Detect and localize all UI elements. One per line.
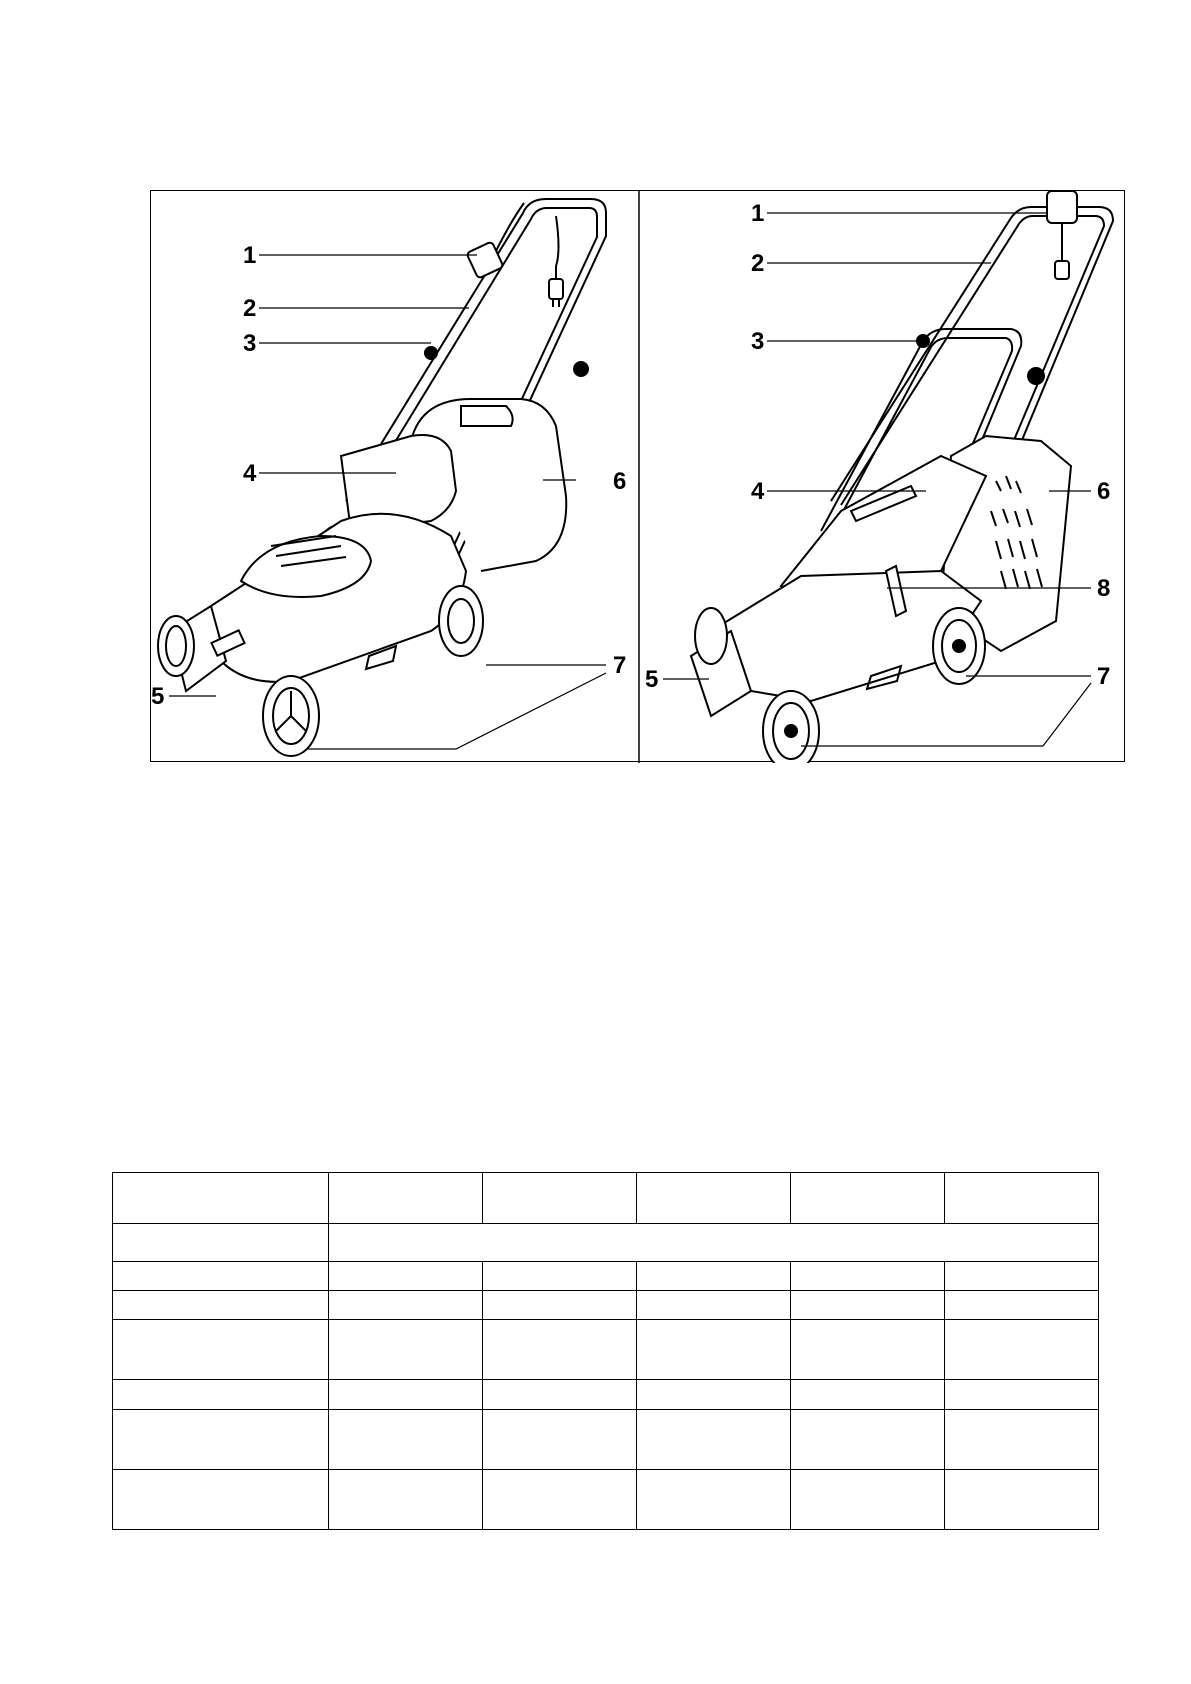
left-callout-6: 6 xyxy=(613,468,626,495)
table-row xyxy=(112,1469,1099,1530)
table-cell xyxy=(328,1172,483,1224)
table-cell xyxy=(944,1469,1099,1530)
right-leader-lines xyxy=(663,212,1092,747)
table-cell xyxy=(944,1379,1099,1410)
table-cell xyxy=(944,1290,1099,1320)
table-cell xyxy=(482,1409,637,1470)
left-callout-1: 1 xyxy=(243,242,256,269)
table-row xyxy=(112,1223,1099,1262)
table-cell-merged xyxy=(328,1223,1099,1262)
table-cell xyxy=(790,1290,945,1320)
table-cell xyxy=(482,1379,637,1410)
right-callout-3: 3 xyxy=(751,328,764,355)
table-cell xyxy=(790,1261,945,1291)
table-cell xyxy=(636,1469,791,1530)
table-cell xyxy=(482,1469,637,1530)
right-callout-8: 8 xyxy=(1097,575,1110,602)
table-cell xyxy=(790,1469,945,1530)
left-callout-4: 4 xyxy=(243,460,257,487)
table-row xyxy=(112,1290,1099,1320)
table-cell xyxy=(112,1469,329,1530)
table-cell xyxy=(328,1261,483,1291)
table-row xyxy=(112,1261,1099,1291)
table-cell xyxy=(944,1261,1099,1291)
left-callout-3: 3 xyxy=(243,330,256,357)
right-callout-5: 5 xyxy=(645,666,658,693)
left-leader-lines xyxy=(169,254,607,750)
table-cell xyxy=(112,1290,329,1320)
right-callout-6: 6 xyxy=(1097,478,1110,505)
table-cell xyxy=(636,1379,791,1410)
table-cell xyxy=(112,1261,329,1291)
mower-left-illustration xyxy=(157,198,607,757)
left-callout-7: 7 xyxy=(613,652,626,679)
mower-figure: 1 2 3 4 5 6 7 xyxy=(150,190,1125,763)
table-cell xyxy=(790,1409,945,1470)
table-cell xyxy=(482,1172,637,1224)
table-cell xyxy=(636,1319,791,1380)
table-cell xyxy=(482,1290,637,1320)
table-row xyxy=(112,1319,1099,1380)
table-cell xyxy=(636,1409,791,1470)
table-row xyxy=(112,1379,1099,1410)
right-callout-2: 2 xyxy=(751,250,764,277)
table-cell xyxy=(944,1172,1099,1224)
table-cell xyxy=(112,1319,329,1380)
table-cell xyxy=(636,1261,791,1291)
mower-right-illustration xyxy=(689,191,1115,763)
table-cell xyxy=(790,1172,945,1224)
table-cell xyxy=(328,1409,483,1470)
right-callout-7: 7 xyxy=(1097,663,1110,690)
table-cell xyxy=(636,1172,791,1224)
spec-table xyxy=(112,1172,1099,1530)
right-callout-4: 4 xyxy=(751,478,765,505)
table-cell xyxy=(328,1469,483,1530)
left-callout-2: 2 xyxy=(243,295,256,322)
table-cell xyxy=(790,1379,945,1410)
table-cell xyxy=(112,1379,329,1410)
right-callout-1: 1 xyxy=(751,200,764,227)
table-cell xyxy=(944,1409,1099,1470)
table-cell xyxy=(636,1290,791,1320)
table-row xyxy=(112,1409,1099,1470)
table-cell xyxy=(944,1319,1099,1380)
table-row xyxy=(112,1172,1099,1224)
table-cell xyxy=(112,1172,329,1224)
table-cell xyxy=(482,1319,637,1380)
table-cell xyxy=(328,1319,483,1380)
table-cell xyxy=(482,1261,637,1291)
left-callout-5: 5 xyxy=(151,683,164,710)
table-cell xyxy=(112,1223,329,1262)
table-cell xyxy=(328,1290,483,1320)
mower-illustrations: 1 2 3 4 5 6 7 xyxy=(151,191,1115,763)
table-cell xyxy=(328,1379,483,1410)
table-cell xyxy=(790,1319,945,1380)
table-cell xyxy=(112,1409,329,1470)
